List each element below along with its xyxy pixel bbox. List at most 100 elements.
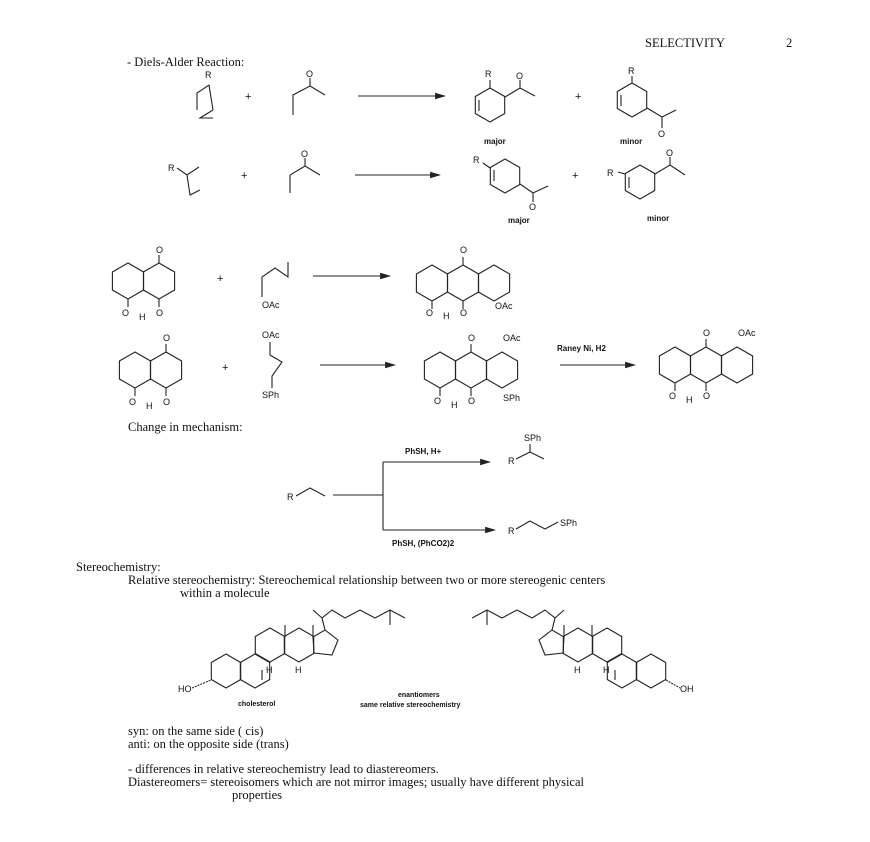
- ring: [624, 164, 656, 200]
- bond: [617, 171, 626, 175]
- atom-label: R: [485, 69, 492, 79]
- atom-label: OAc: [262, 330, 280, 340]
- atom-label: O: [658, 129, 665, 139]
- atom-label: H: [139, 312, 146, 322]
- atom-label: O: [703, 391, 710, 401]
- enone-2: O: [289, 149, 321, 193]
- atom-label: R: [473, 155, 480, 165]
- ring: [689, 346, 723, 384]
- atom-label: SPh: [524, 433, 541, 443]
- anti-markovnikov-product: R SPh: [508, 518, 577, 536]
- atom-label: O: [156, 308, 163, 318]
- bond: [176, 166, 200, 176]
- ring: [474, 87, 506, 123]
- product-minor-1: R O: [616, 66, 677, 139]
- atom-label: O: [306, 69, 313, 79]
- plus: +: [217, 273, 223, 285]
- ring: [485, 351, 519, 389]
- bond: [186, 174, 201, 196]
- atom-label: R: [205, 70, 212, 80]
- atom-label: O: [434, 396, 441, 406]
- bond: [515, 451, 545, 460]
- header-title: SELECTIVITY: [645, 36, 725, 50]
- atom-label: SPh: [262, 390, 279, 400]
- bond: [312, 609, 323, 619]
- atom-label: HO: [178, 684, 192, 694]
- atom-label: H: [266, 665, 273, 675]
- markovnikov-product: SPh R: [508, 433, 545, 466]
- product-minor-2: R O: [607, 148, 686, 200]
- reagent-raney: Raney Ni, H2: [557, 344, 606, 353]
- alkene-substrate: R: [287, 487, 326, 502]
- atom-label: R: [628, 66, 635, 76]
- section-change-mechanism: Change in mechanism:: [128, 420, 243, 434]
- adduct-2: O O O H OAc SPh: [423, 333, 521, 410]
- bond: [312, 629, 339, 656]
- atom-label: H: [443, 311, 450, 321]
- ring: [283, 627, 315, 663]
- atom-label: O: [156, 245, 163, 255]
- label-minor-2: minor: [647, 214, 670, 223]
- bond: [295, 487, 326, 497]
- bond: [198, 109, 214, 119]
- naphthoquinone-1: O O O H: [111, 245, 176, 322]
- label-cholesterol: cholesterol: [238, 701, 276, 708]
- ring: [616, 82, 648, 118]
- label-minor-1: minor: [620, 137, 643, 146]
- bond: [654, 164, 686, 176]
- atom-label: O: [460, 308, 467, 318]
- bond: [269, 342, 283, 388]
- ring: [210, 653, 242, 689]
- diene-1: R: [196, 70, 214, 119]
- plus: +: [245, 91, 251, 103]
- ring: [606, 653, 638, 689]
- bond: [554, 609, 565, 619]
- ring: [562, 627, 594, 663]
- bond: [482, 162, 491, 169]
- bond: [646, 107, 677, 118]
- atom-label: O: [669, 391, 676, 401]
- atom-label: H: [686, 395, 693, 405]
- adduct-1: O O O H OAc: [415, 245, 513, 321]
- reduced-product: O O O H OAc: [658, 328, 756, 405]
- atom-label: O: [129, 397, 136, 407]
- ring: [477, 264, 511, 302]
- product-major-1: R O: [474, 69, 536, 123]
- atom-label: O: [163, 333, 170, 343]
- bond: [538, 629, 565, 656]
- atom-label: H: [451, 400, 458, 410]
- product-major-2: R O: [473, 155, 549, 212]
- diastereomer-definition-cont: properties: [232, 788, 282, 802]
- ring: [635, 653, 667, 689]
- reagent-acid: PhSH, H+: [405, 447, 442, 456]
- ring: [149, 351, 183, 389]
- relative-definition-cont: within a molecule: [180, 586, 270, 600]
- bond: [321, 609, 406, 631]
- atom-label: OAc: [503, 333, 521, 343]
- ring: [423, 351, 457, 389]
- diene-2: R: [168, 163, 201, 196]
- ring: [454, 351, 488, 389]
- atom-label: O: [122, 308, 129, 318]
- bond: [292, 85, 326, 115]
- ring: [720, 346, 754, 384]
- ring: [446, 264, 480, 302]
- atom-label: O: [468, 396, 475, 406]
- sph-diene: OAc SPh: [262, 330, 283, 400]
- atom-label: O: [163, 397, 170, 407]
- ring: [658, 346, 692, 384]
- atom-label: R: [287, 492, 294, 502]
- bond: [504, 87, 536, 98]
- label-major-1: major: [484, 137, 506, 146]
- atom-label: R: [508, 526, 515, 536]
- atom-label: O: [426, 308, 433, 318]
- atom-label: SPh: [560, 518, 577, 528]
- ring: [415, 264, 449, 302]
- section-stereochemistry: Stereochemistry:: [76, 560, 161, 574]
- atom-label: R: [508, 456, 515, 466]
- ring: [111, 262, 145, 300]
- atom-label: O: [301, 149, 308, 159]
- atom-label: OAc: [495, 301, 513, 311]
